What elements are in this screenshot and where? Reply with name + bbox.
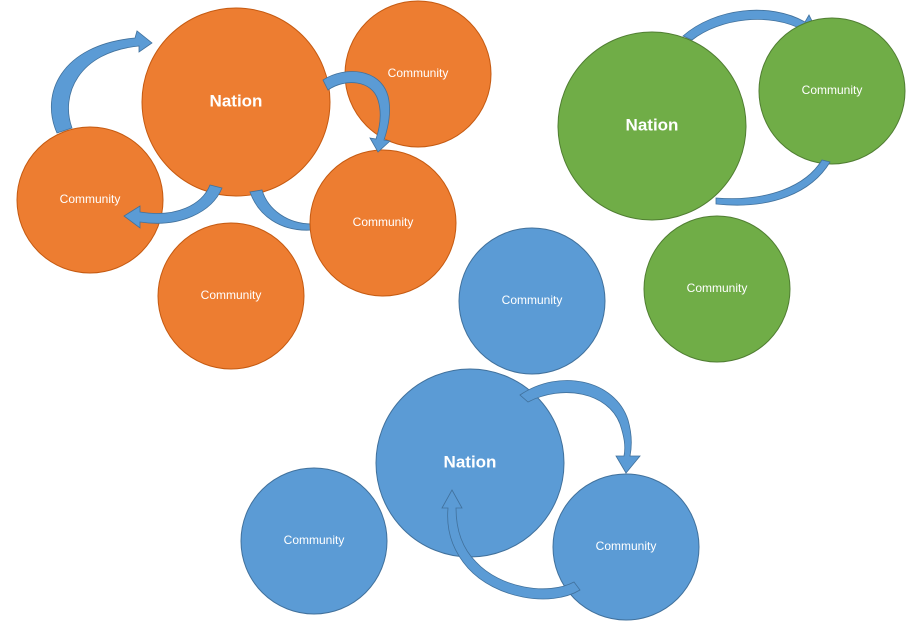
nation-circle — [557, 31, 747, 221]
curved-arrow-icon — [322, 71, 391, 153]
curved-arrow-icon — [123, 184, 223, 229]
community-circle — [16, 126, 164, 274]
community-label: Community — [388, 66, 449, 80]
community-label: Community — [596, 539, 657, 553]
blue-group: Community Community Nation Community — [240, 227, 700, 621]
community-circle — [758, 17, 906, 165]
community-circle — [458, 227, 606, 375]
community-label: Community — [802, 83, 863, 97]
community-label: Community — [201, 288, 262, 302]
community-label: Community — [284, 533, 345, 547]
community-label: Community — [502, 293, 563, 307]
nation-label: Nation — [444, 452, 497, 471]
community-circle — [552, 473, 700, 621]
green-group: Nation Community Community — [557, 9, 906, 363]
community-label: Community — [687, 281, 748, 295]
community-label: Community — [60, 192, 121, 206]
curved-arrow-icon — [50, 30, 153, 134]
community-circle — [309, 149, 457, 297]
curved-arrow-icon — [249, 189, 313, 231]
curved-arrow-icon — [519, 380, 641, 474]
nation-label: Nation — [210, 91, 263, 110]
curved-arrow-icon — [715, 159, 831, 206]
nation-circle — [141, 7, 331, 197]
community-circle — [240, 467, 388, 615]
community-circle — [643, 215, 791, 363]
curved-arrow-icon — [441, 489, 581, 600]
nation-label: Nation — [626, 115, 679, 134]
community-label: Community — [353, 215, 414, 229]
community-circle — [157, 222, 305, 370]
orange-group: Community Nation Community Community Com… — [16, 0, 492, 370]
